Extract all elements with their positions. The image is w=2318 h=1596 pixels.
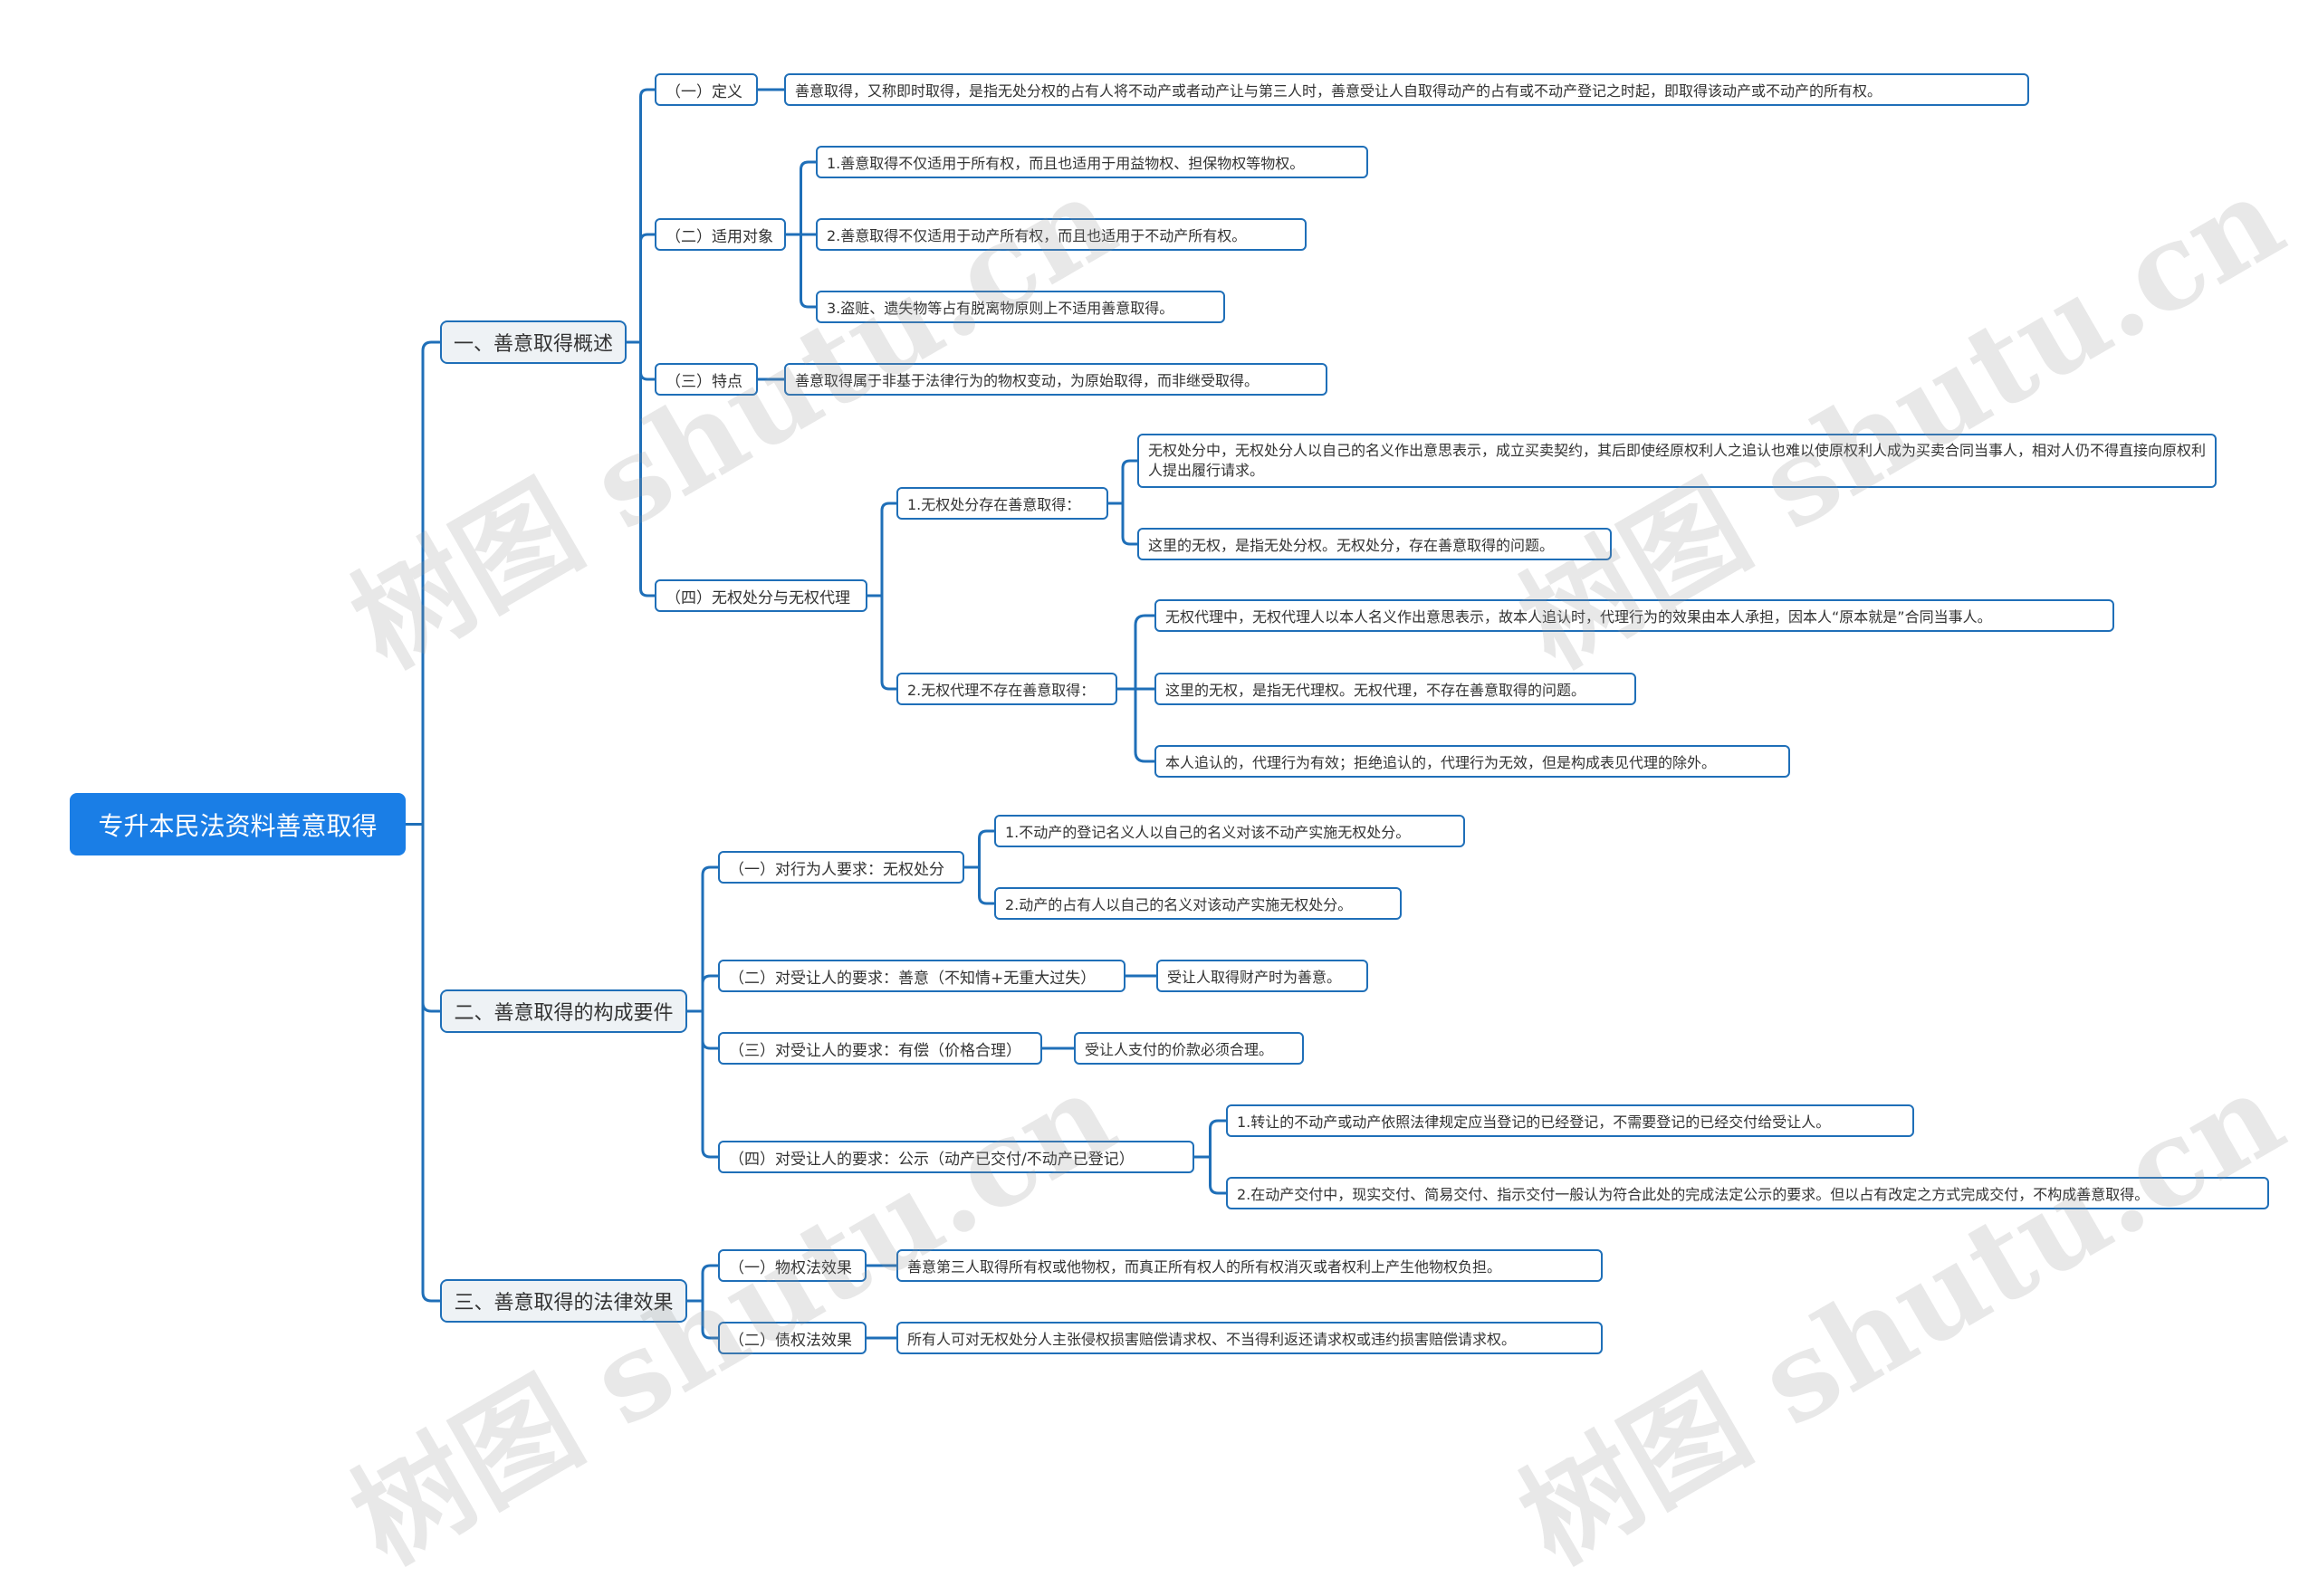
topic-features[interactable]: （三）特点	[655, 363, 758, 396]
publicity-item[interactable]: 1.转让的不动产或动产依照法律规定应当登记的已经登记，不需要登记的已经交付给受让…	[1226, 1104, 1914, 1137]
connector-line	[687, 1009, 718, 1159]
agency-item[interactable]: 无权代理中，无权代理人以本人名义作出意思表示，故本人追认时，代理行为的效果由本人…	[1154, 599, 2114, 632]
effect-obligation[interactable]: （二）债权法效果	[718, 1322, 867, 1354]
disposal-item[interactable]: 这里的无权，是指无处分权。无权处分，存在善意取得的问题。	[1137, 528, 1612, 560]
connector-line	[687, 1264, 718, 1303]
connector-line	[964, 865, 994, 905]
connector-line	[687, 1299, 718, 1340]
connector-line	[1194, 1155, 1226, 1195]
requirement-publicity[interactable]: （四）对受让人的要求：公示（动产已交付/不动产已登记）	[718, 1141, 1194, 1173]
scope-item[interactable]: 3.盗赃、遗失物等占有脱离物原则上不适用善意取得。	[816, 291, 1225, 323]
connector-line	[627, 88, 655, 344]
connector-line	[1108, 502, 1137, 546]
connector-line	[406, 823, 440, 1013]
requirement-consideration[interactable]: （三）对受让人的要求：有偿（价格合理）	[718, 1032, 1042, 1065]
connector-line	[867, 594, 896, 691]
connector-line	[627, 340, 655, 597]
unauthorized-agency[interactable]: 2.无权代理不存在善意取得：	[896, 673, 1117, 705]
scope-item[interactable]: 1.善意取得不仅适用于所有权，而且也适用于用益物权、担保物权等物权。	[816, 146, 1368, 178]
obligation-effect-text[interactable]: 所有人可对无权处分人主张侵权损害赔偿请求权、不当得利返还请求权或违约损害赔偿请求…	[896, 1322, 1603, 1354]
disposal-item[interactable]: 无权处分中，无权处分人以自己的名义作出意思表示，成立买卖契约，其后即使经原权利人…	[1137, 434, 2217, 488]
publicity-item[interactable]: 2.在动产交付中，现实交付、简易交付、指示交付一般认为符合此处的完成法定公示的要…	[1226, 1177, 2269, 1209]
agency-item[interactable]: 这里的无权，是指无代理权。无权代理，不存在善意取得的问题。	[1154, 673, 1636, 705]
topic-scope[interactable]: （二）适用对象	[655, 218, 786, 251]
connector-line	[627, 340, 655, 381]
good-faith-text[interactable]: 受让人取得财产时为善意。	[1156, 960, 1368, 992]
branch-requirements[interactable]: 二、善意取得的构成要件	[440, 989, 687, 1033]
branch-overview[interactable]: 一、善意取得概述	[440, 320, 627, 364]
effect-property[interactable]: （一）物权法效果	[718, 1249, 867, 1282]
requirement-actor[interactable]: （一）对行为人要求：无权处分	[718, 851, 964, 884]
connector-line	[1194, 1119, 1226, 1159]
connector-line	[687, 1009, 718, 1050]
unauthorized-disposal[interactable]: 1.无权处分存在善意取得：	[896, 487, 1108, 520]
connector-line	[406, 340, 440, 826]
topic-definition[interactable]: （一）定义	[655, 73, 758, 106]
property-effect-text[interactable]: 善意第三人取得所有权或他物权，而真正所有权人的所有权消灭或者权利上产生他物权负担…	[896, 1249, 1603, 1282]
features-text[interactable]: 善意取得属于非基于法律行为的物权变动，为原始取得，而非继受取得。	[784, 363, 1327, 396]
agency-item[interactable]: 本人追认的，代理行为有效；拒绝追认的，代理行为无效，但是构成表见代理的除外。	[1154, 745, 1790, 778]
definition-text[interactable]: 善意取得，又称即时取得，是指无处分权的占有人将不动产或者动产让与第三人时，善意受…	[784, 73, 2029, 106]
connector-line	[687, 865, 718, 1013]
root-topic[interactable]: 专升本民法资料善意取得	[70, 793, 406, 855]
actor-item[interactable]: 2.动产的占有人以自己的名义对该动产实施无权处分。	[994, 887, 1402, 920]
connector-line	[687, 974, 718, 1013]
actor-item[interactable]: 1.不动产的登记名义人以自己的名义对该不动产实施无权处分。	[994, 815, 1465, 847]
connector-line	[406, 823, 440, 1303]
topic-unauthorized[interactable]: （四）无权处分与无权代理	[655, 579, 867, 612]
connector-line	[1117, 614, 1154, 691]
connector-line	[1108, 459, 1137, 505]
branch-legal-effects[interactable]: 三、善意取得的法律效果	[440, 1279, 687, 1323]
requirement-good-faith[interactable]: （二）对受让人的要求：善意（不知情+无重大过失）	[718, 960, 1125, 992]
scope-item[interactable]: 2.善意取得不仅适用于动产所有权，而且也适用于不动产所有权。	[816, 218, 1307, 251]
connector-line	[1117, 687, 1154, 763]
connector-line	[867, 502, 896, 597]
watermark: 树图 shutu.cn	[330, 148, 1137, 694]
consideration-text[interactable]: 受让人支付的价款必须合理。	[1074, 1032, 1304, 1065]
connector-line	[786, 233, 816, 309]
connector-line	[627, 233, 655, 344]
connector-line	[786, 160, 816, 236]
connector-line	[964, 829, 994, 869]
